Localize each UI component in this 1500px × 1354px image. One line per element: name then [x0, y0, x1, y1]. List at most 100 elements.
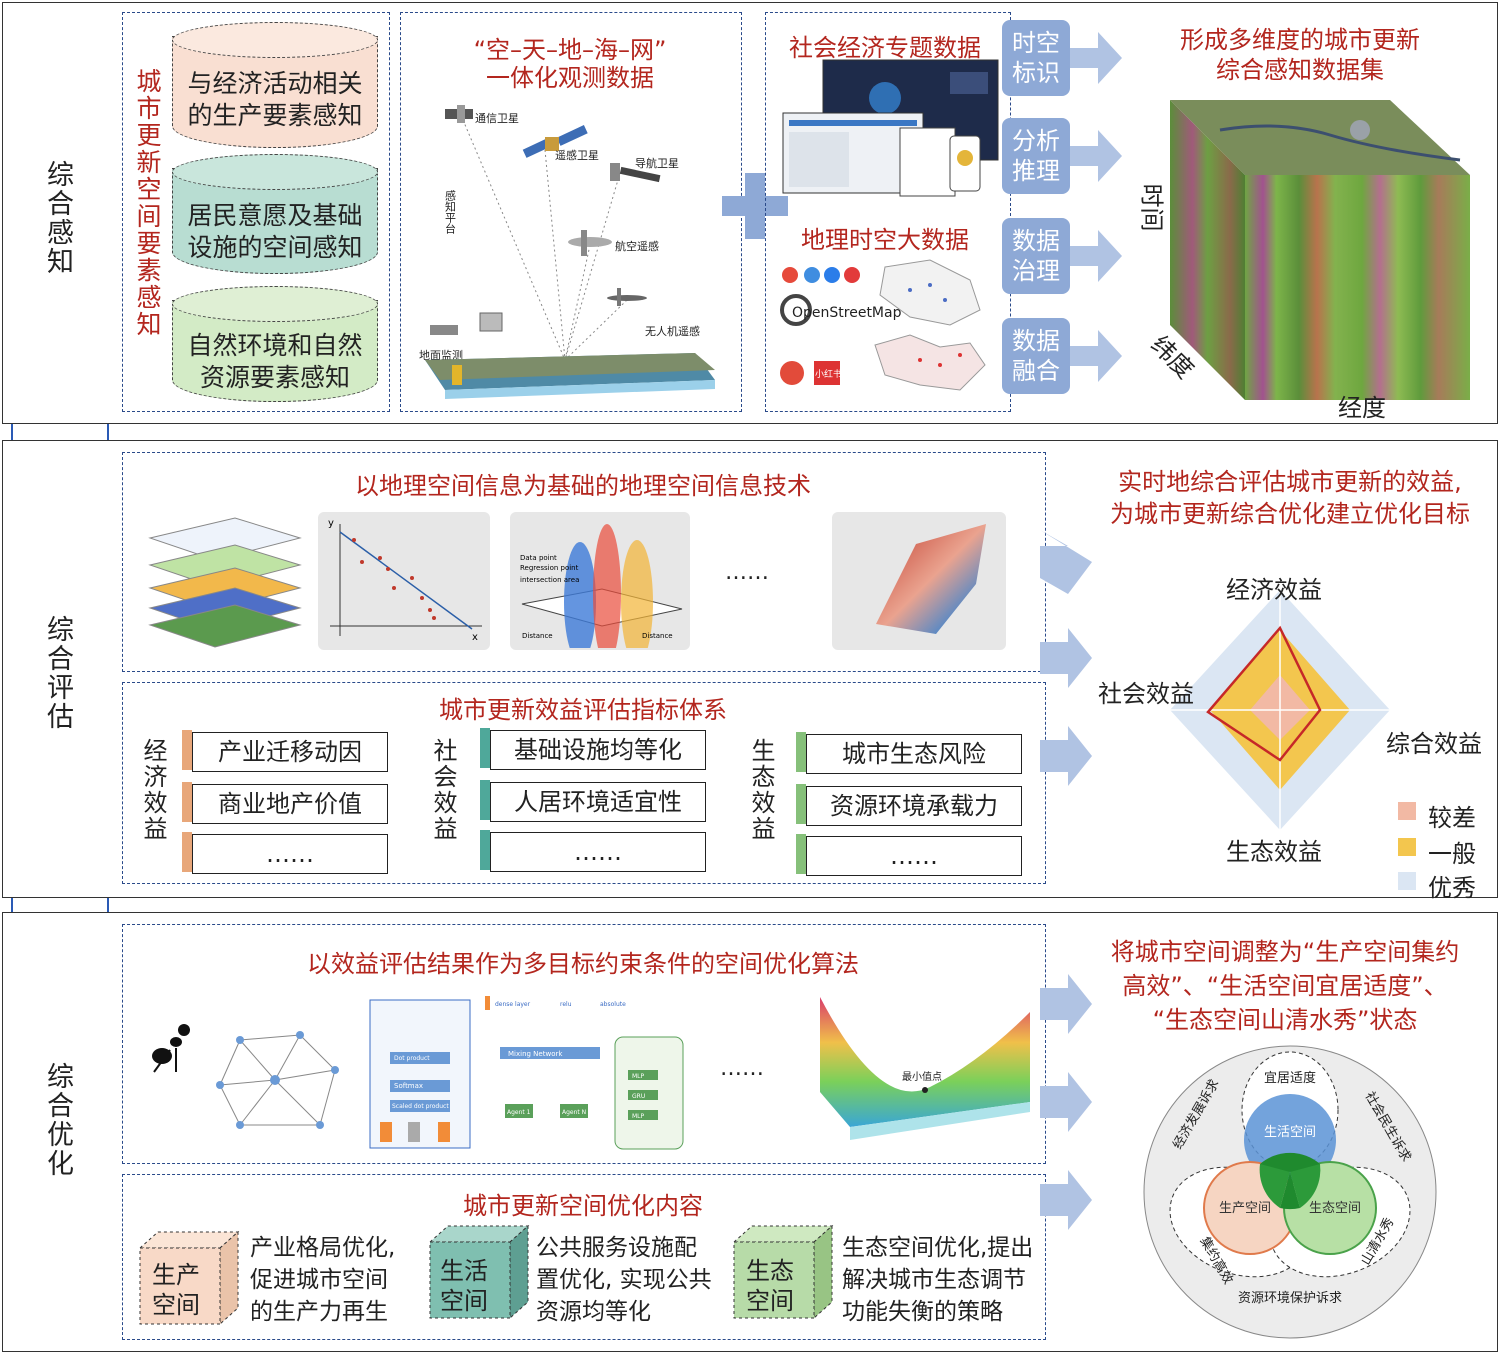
cube-label-ecological: 生态空间 [746, 1257, 794, 1315]
assessment-goal-1: 实时地综合评估城市更新的效益, [1118, 468, 1462, 496]
indicator-eco-risk: 城市生态风险 [806, 734, 1022, 774]
step-analysis: 分析推理 [1002, 118, 1070, 194]
algorithm-title: 以效益评估结果作为多目标约束条件的空间优化算法 [307, 950, 859, 978]
cube-desc-ecological-3: 功能失衡的策略 [842, 1299, 1003, 1325]
indicator-infrastructure: 基础设施均等化 [490, 730, 706, 770]
cube-desc-living-3: 资源均等化 [536, 1299, 651, 1325]
svg-text:relu: relu [560, 1001, 572, 1008]
svg-text:Softmax: Softmax [394, 1082, 423, 1090]
observation-title-2: 一体化观测数据 [486, 64, 654, 92]
svg-text:导航卫星: 导航卫星 [635, 156, 679, 170]
tech-ellipsis: …… [725, 560, 769, 585]
svg-text:感知平台: 感知平台 [444, 190, 457, 234]
result-title-2: 综合感知数据集 [1216, 56, 1384, 84]
svg-text:无人机遥感: 无人机遥感 [645, 324, 700, 338]
section-label-optimization: 综合优化 [42, 1062, 73, 1178]
cube-desc-living-1: 公共服务设施配 [536, 1235, 697, 1261]
cylinder-residents-label: 居民意愿及基础设施的空间感知 [187, 201, 363, 262]
legend-average: 一般 [1428, 840, 1476, 868]
content-box [122, 1174, 1046, 1340]
axis-time: 时间 [1137, 183, 1166, 232]
geo-title: 地理时空大数据 [801, 226, 969, 254]
svg-text:Data point: Data point [520, 554, 557, 562]
legend-excellent: 优秀 [1428, 874, 1476, 902]
indicator-industry-migration: 产业迁移动因 [192, 732, 388, 772]
legend-swatch-poor [1398, 802, 1416, 820]
group-label-economic: 经济效益 [139, 738, 167, 842]
optimization-arrows [1040, 974, 1092, 1230]
scatter-plot: y x [328, 518, 482, 643]
svg-text:MLP: MLP [632, 1113, 645, 1120]
group-label-ecological: 生态效益 [747, 738, 775, 842]
layers-illustration [148, 517, 302, 648]
svg-text:GRU: GRU [632, 1093, 645, 1100]
assessment-arrows [1040, 530, 1092, 786]
observation-title-1: “空–天–地–海–网” [473, 36, 667, 64]
ant-icon [152, 1024, 190, 1073]
cube-desc-production-3: 的生产力再生 [250, 1299, 388, 1325]
cube-label-production: 生产空间 [152, 1261, 200, 1319]
svg-text:absolute: absolute [600, 1001, 626, 1008]
svg-text:Mixing Network: Mixing Network [508, 1050, 563, 1058]
radar-axis-comprehensive: 综合效益 [1386, 730, 1482, 758]
svg-text:最小值点: 最小值点 [902, 1070, 942, 1083]
indicator-ecological-more: …… [806, 836, 1022, 876]
cube-label-living: 生活空间 [440, 1257, 488, 1315]
socio-title: 社会经济专题数据 [789, 34, 981, 62]
algorithm-box [122, 924, 1046, 1164]
assessment-goal-2: 为城市更新综合优化建立优化目标 [1110, 500, 1470, 528]
satellite-icon [610, 163, 661, 183]
section-label-assessment: 综合评估 [42, 615, 73, 731]
perception-vertical-title: 城市更新空间要素感知 [133, 68, 162, 338]
svg-text:小红书: 小红书 [815, 368, 842, 380]
observation-illustration: 通信卫星 遥感卫星 导航卫星 航空遥感 无人机遥感 地面监测 感知平台 [419, 105, 715, 399]
cube-desc-production-2: 促进城市空间 [250, 1267, 388, 1293]
sensor-icon [479, 312, 503, 332]
ant-network [152, 1024, 339, 1129]
svg-text:航空遥感: 航空遥感 [615, 239, 659, 253]
satellite-icon [445, 105, 473, 123]
svg-text:MLP: MLP [632, 1073, 645, 1080]
satellite-icon [522, 125, 588, 158]
cylinder-nature-label: 自然环境和自然资源要素感知 [187, 331, 363, 392]
svg-text:dense layer: dense layer [495, 1001, 531, 1008]
svg-text:Distance: Distance [642, 632, 673, 640]
svg-text:遥感卫星: 遥感卫星 [555, 149, 599, 162]
cube-desc-ecological-1: 生态空间优化,提出 [842, 1235, 1034, 1261]
surface-plot [876, 524, 986, 634]
svg-text:Scaled dot product: Scaled dot product [392, 1103, 449, 1110]
legend-swatch-excellent [1398, 872, 1416, 890]
scatter-panel [318, 512, 490, 650]
svg-text:y: y [328, 518, 334, 529]
optimization-goal-3: “生态空间山清水秀”状态 [1152, 1006, 1418, 1034]
svg-text:生态空间: 生态空间 [1309, 1201, 1361, 1216]
perception-elements-box [122, 12, 390, 412]
cylinder-production-label: 与经济活动相关的生产要素感知 [187, 69, 363, 130]
svg-text:生产空间: 生产空间 [1219, 1201, 1271, 1216]
indicator-living-environment: 人居环境适宜性 [490, 782, 706, 822]
geo-data-illustration: OpenStreetMap 小红书 [780, 259, 986, 391]
venn-diagram: 生活空间 生产空间 生态空间 宜居适度 集约高效 山清水秀 经济发展诉求 社会民… [1143, 1045, 1437, 1339]
step-governance: 数据治理 [1002, 218, 1070, 294]
legend-swatch-average [1398, 838, 1416, 856]
svg-text:通信卫星: 通信卫星 [475, 112, 519, 125]
group-label-social: 社会效益 [429, 738, 457, 842]
result-title-1: 形成多维度的城市更新 [1180, 26, 1420, 54]
peaks-plot: Data point Regression point intersection… [520, 524, 683, 648]
cube-living [428, 1224, 530, 1320]
step-fusion: 数据融合 [1002, 318, 1070, 394]
svg-text:生活空间: 生活空间 [1264, 1125, 1316, 1140]
camera-icon [430, 325, 458, 335]
svg-text:Dot product: Dot product [394, 1055, 430, 1062]
indicator-social-more: …… [490, 832, 706, 872]
section-label-perception: 综合感知 [42, 160, 73, 276]
axis-longitude: 经度 [1338, 394, 1386, 422]
cube-desc-production-1: 产业格局优化, [250, 1235, 396, 1261]
svg-text:intersection area: intersection area [520, 576, 579, 584]
radar-axis-economic: 经济效益 [1226, 576, 1322, 604]
svg-text:地面监测: 地面监测 [419, 349, 463, 362]
indicator-carrying-capacity: 资源环境承载力 [806, 786, 1022, 826]
svg-text:Regression point: Regression point [520, 564, 579, 572]
optimization-goal-2: 高效”、“生活空间宜居适度”、 [1122, 972, 1448, 1000]
step-spacetime-id: 时空标识 [1002, 20, 1070, 96]
